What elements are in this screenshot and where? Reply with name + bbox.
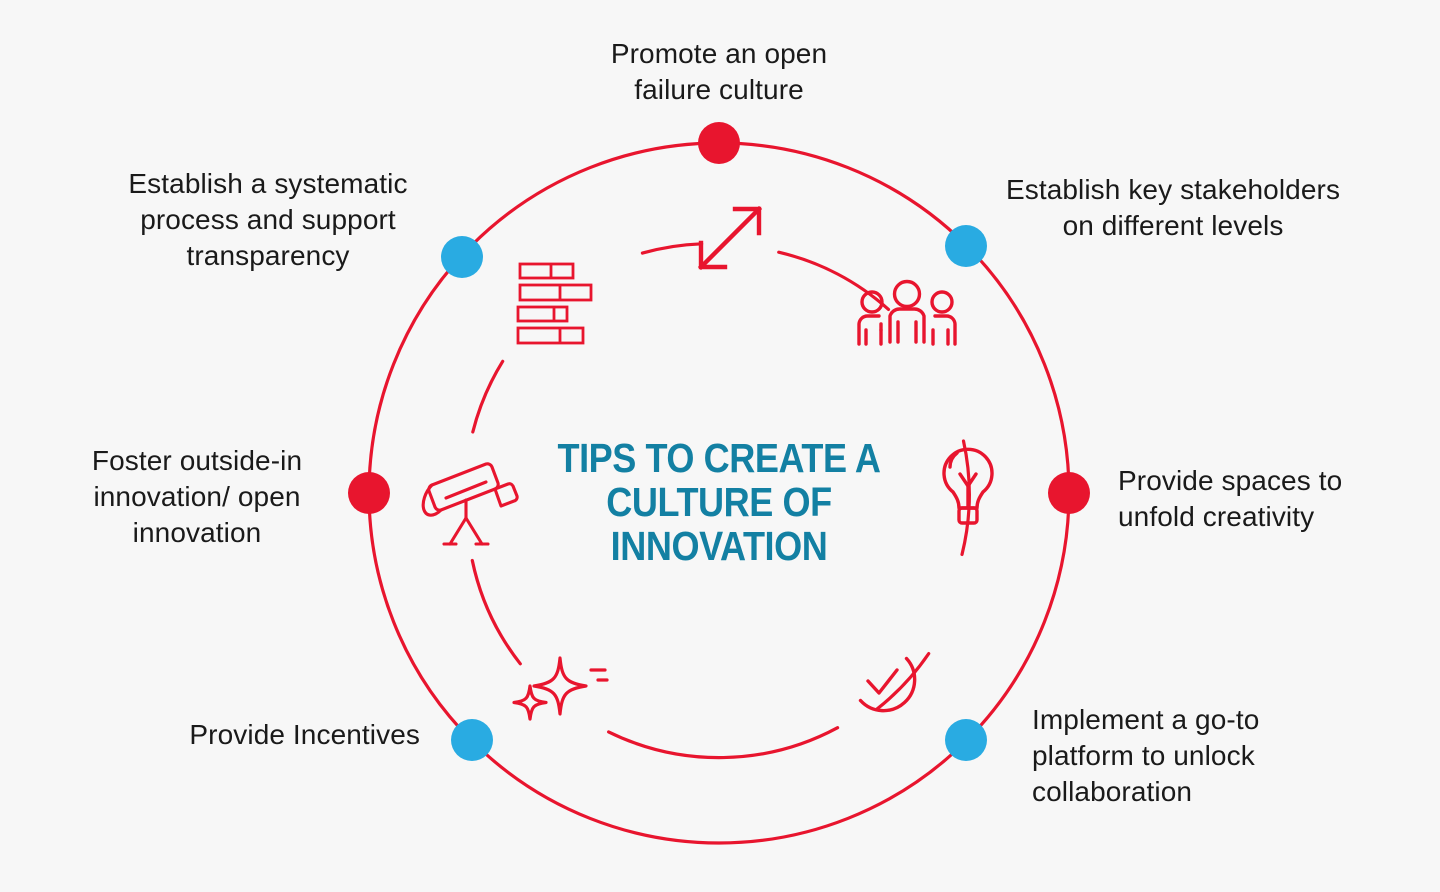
telescope-icon	[421, 462, 519, 546]
node-dot-foster-outside-in-innovation[interactable]	[348, 472, 390, 514]
node-dot-establish-systematic-process[interactable]	[441, 236, 483, 278]
inner-arc-segment	[875, 652, 931, 711]
node-label-establish-systematic-process: Establish a systematic process and suppo…	[128, 168, 408, 271]
node-label-promote-open-failure-culture: Promote an open failure culture	[610, 38, 828, 105]
node-label-implement-go-to-platform: Implement a go-to platform to unlock col…	[1032, 704, 1260, 807]
node-label-provide-spaces-unfold-creativity: Provide spaces to unfold creativity	[1118, 465, 1343, 532]
node-dot-implement-go-to-platform[interactable]	[945, 719, 987, 761]
inner-arc-segment	[607, 726, 840, 760]
lightbulb-icon	[942, 447, 994, 525]
people-group-icon	[857, 279, 957, 346]
node-label-provide-incentives: Provide Incentives	[189, 719, 420, 750]
center-title: TIPS TO CREATE A CULTURE OF INNOVATION	[557, 435, 881, 569]
expand-arrows-icon	[697, 205, 763, 271]
inner-arc-segment	[777, 250, 891, 311]
inner-arc-segment	[471, 359, 505, 434]
inner-arc-segment	[470, 558, 522, 666]
sparkles-icon	[512, 656, 609, 721]
node-dot-provide-spaces-unfold-creativity[interactable]	[1048, 472, 1090, 514]
check-circle-icon	[858, 656, 917, 713]
inner-arc-segment	[640, 242, 704, 255]
node-dot-promote-open-failure-culture[interactable]	[698, 122, 740, 164]
node-dot-establish-key-stakeholders[interactable]	[945, 225, 987, 267]
node-label-foster-outside-in-innovation: Foster outside-in innovation/ open innov…	[91, 445, 303, 548]
node-label-establish-key-stakeholders: Establish key stakeholders on different …	[1005, 174, 1341, 241]
node-dot-provide-incentives[interactable]	[451, 719, 493, 761]
bar-chart-icon	[516, 262, 593, 345]
